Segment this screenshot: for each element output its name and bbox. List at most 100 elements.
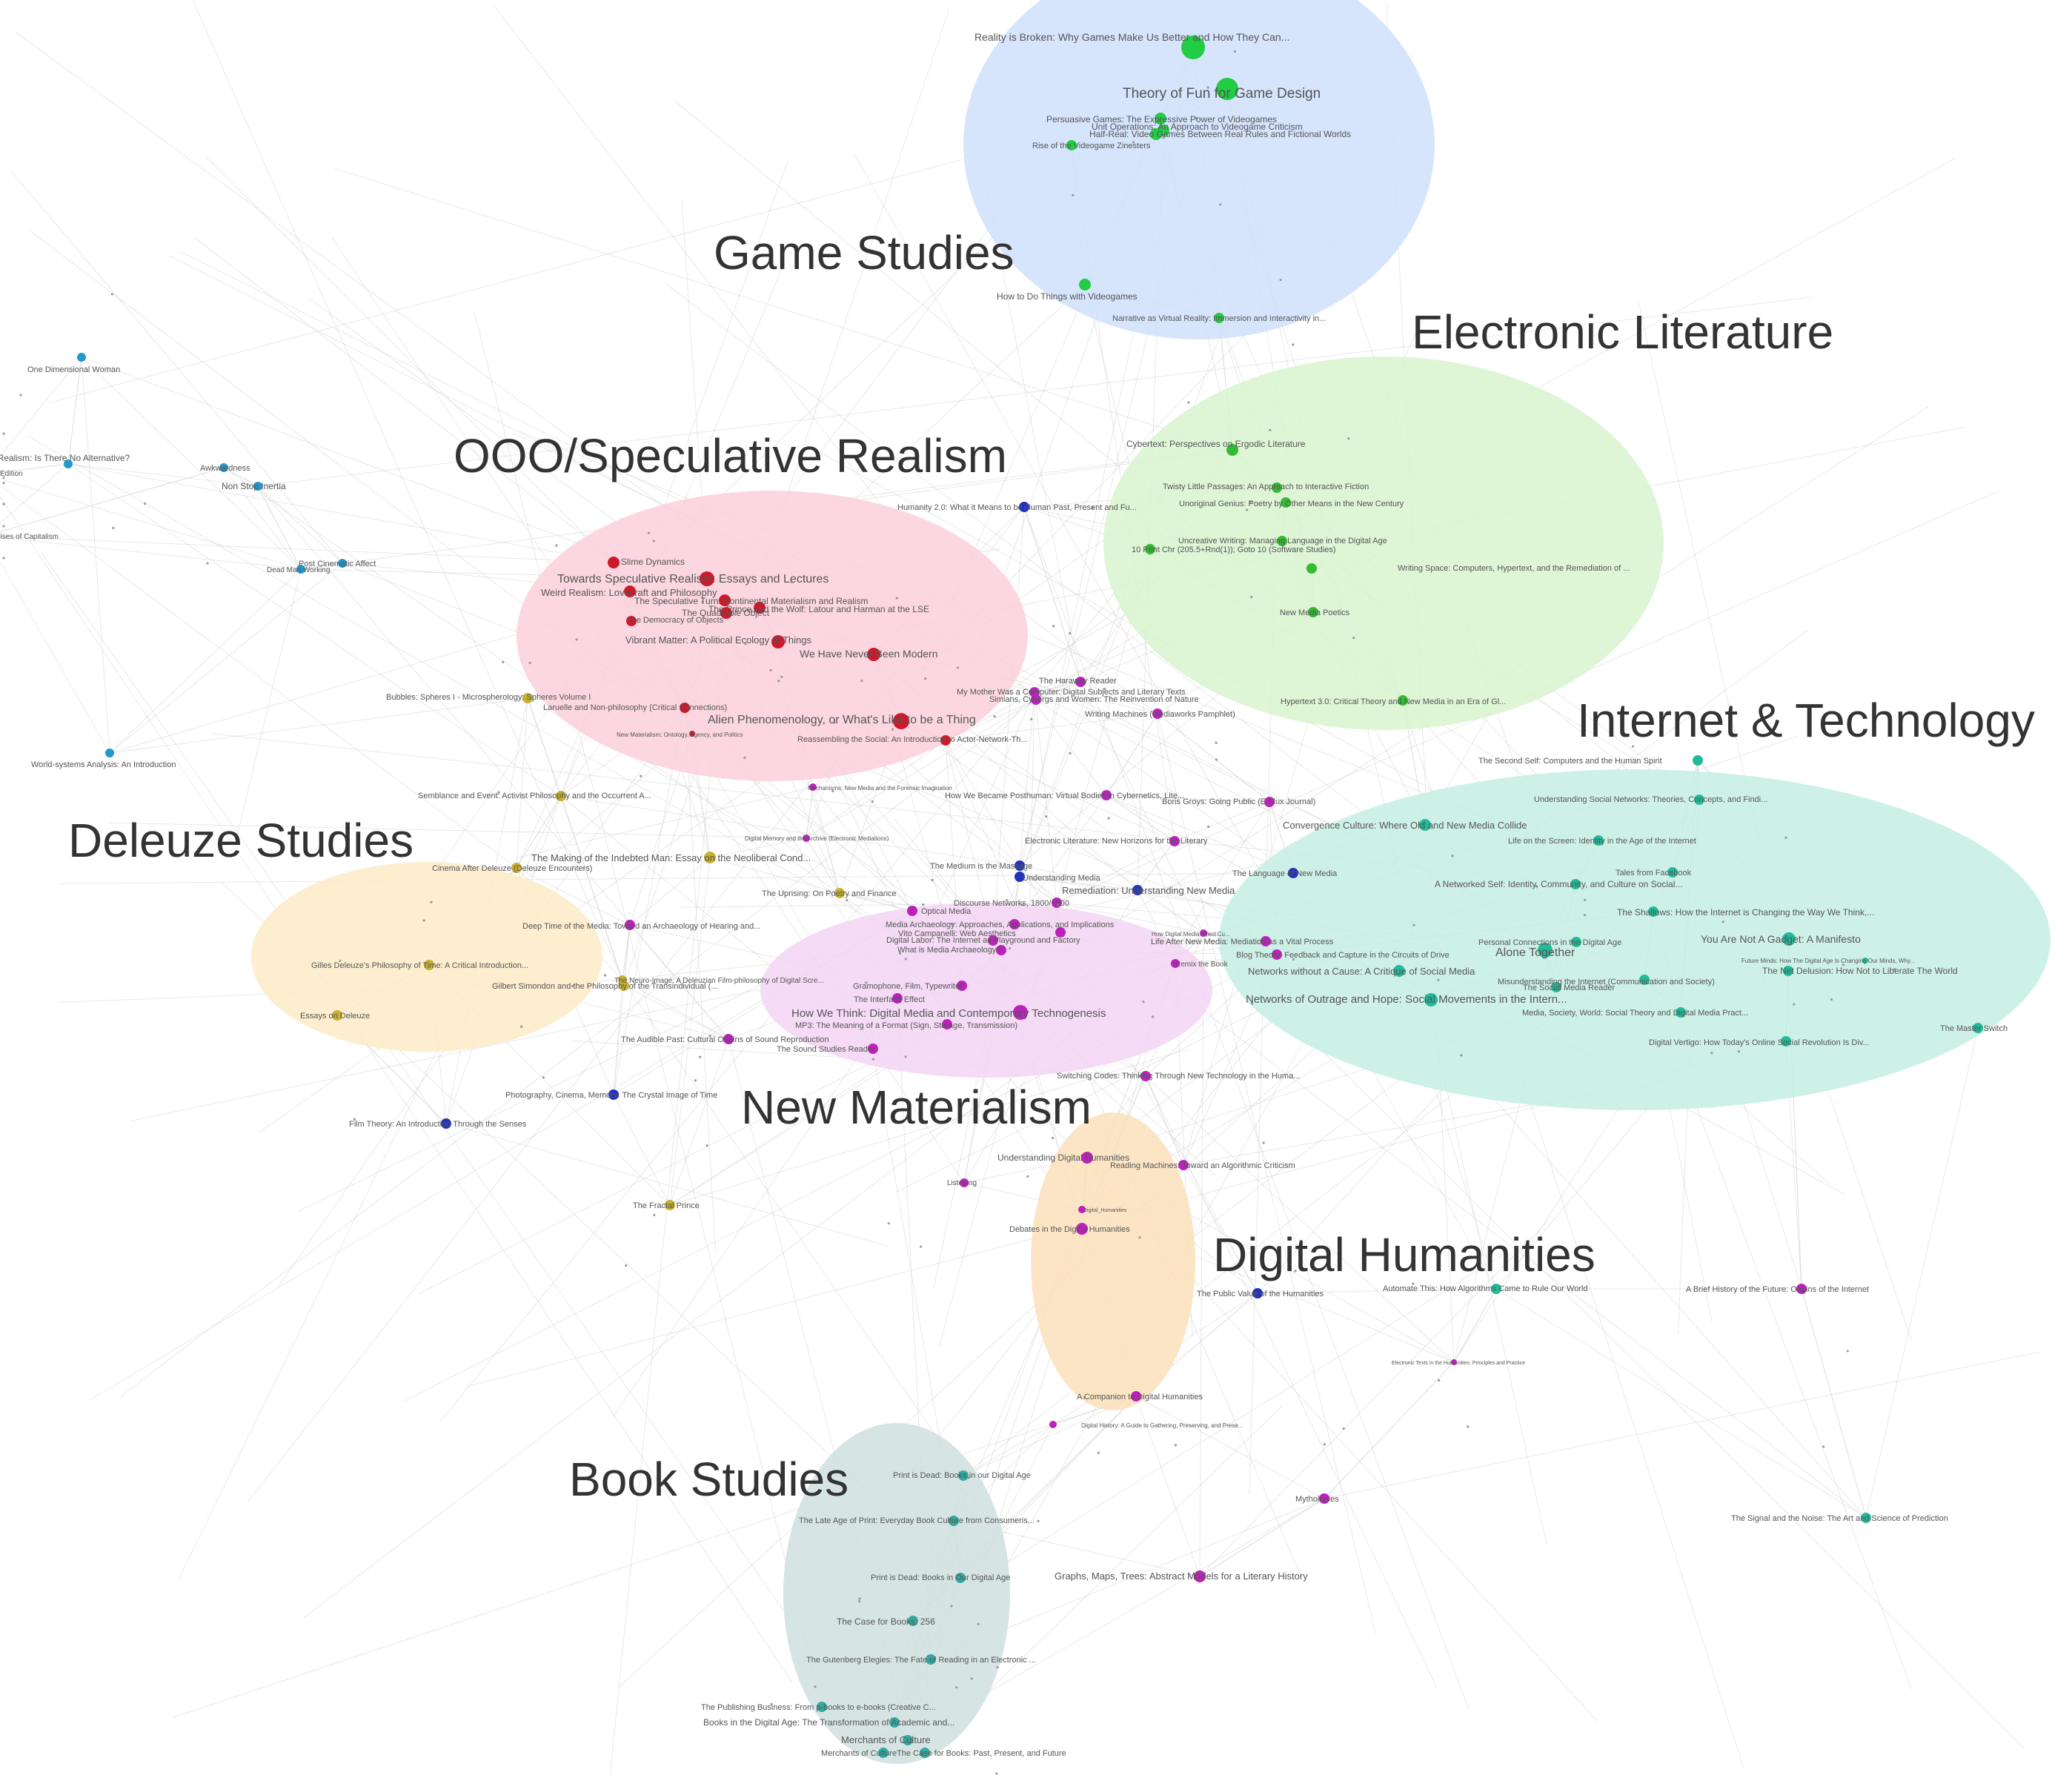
book-node[interactable]: [1076, 1223, 1088, 1235]
book-node[interactable]: [1171, 959, 1180, 968]
book-node[interactable]: [1319, 1493, 1329, 1504]
book-node[interactable]: [942, 1019, 952, 1029]
book-node[interactable]: [1226, 444, 1238, 456]
book-node[interactable]: [511, 863, 522, 873]
book-node[interactable]: [996, 945, 1006, 955]
book-node[interactable]: [1013, 1005, 1028, 1020]
book-node[interactable]: [1194, 1570, 1206, 1582]
book-node[interactable]: [1200, 929, 1207, 937]
book-node[interactable]: [1419, 819, 1431, 831]
book-node[interactable]: [1150, 128, 1162, 140]
book-node[interactable]: [1131, 1391, 1141, 1401]
book-node[interactable]: [1538, 943, 1553, 958]
book-node[interactable]: [556, 791, 566, 801]
book-node[interactable]: [1031, 694, 1041, 705]
book-node[interactable]: [1015, 872, 1025, 882]
book-node[interactable]: [958, 1470, 969, 1481]
book-node[interactable]: [988, 935, 998, 946]
book-node[interactable]: [1055, 927, 1066, 938]
book-node[interactable]: [719, 594, 731, 606]
book-node[interactable]: [689, 731, 695, 737]
book-node[interactable]: [1424, 993, 1438, 1006]
book-node[interactable]: [1049, 1421, 1057, 1428]
book-node[interactable]: [1140, 1071, 1151, 1081]
book-node[interactable]: [219, 463, 228, 472]
book-node[interactable]: [700, 571, 714, 586]
book-node[interactable]: [253, 482, 262, 491]
book-node[interactable]: [441, 1118, 451, 1129]
book-node[interactable]: [908, 1616, 918, 1626]
book-node[interactable]: [889, 1717, 900, 1728]
book-node[interactable]: [1277, 536, 1287, 546]
book-node[interactable]: [1015, 860, 1025, 871]
book-node[interactable]: [296, 565, 305, 574]
book-node[interactable]: [1667, 867, 1678, 878]
book-node[interactable]: [608, 557, 620, 568]
book-node[interactable]: [1570, 879, 1581, 889]
book-node[interactable]: [625, 920, 635, 930]
book-node[interactable]: [1862, 958, 1868, 963]
book-node[interactable]: [1288, 868, 1298, 878]
book-node[interactable]: [424, 960, 434, 970]
book-node[interactable]: [867, 648, 880, 661]
book-node[interactable]: [1593, 835, 1604, 846]
book-node[interactable]: [940, 735, 951, 746]
book-node[interactable]: [704, 852, 716, 863]
book-node[interactable]: [1261, 936, 1271, 946]
book-node[interactable]: [1491, 1284, 1501, 1294]
book-node[interactable]: [1066, 140, 1077, 150]
book-node[interactable]: [1783, 966, 1793, 976]
book-node[interactable]: [77, 353, 86, 362]
book-node[interactable]: [1308, 607, 1318, 617]
book-node[interactable]: [878, 1748, 889, 1758]
book-node[interactable]: [1009, 919, 1020, 929]
book-node[interactable]: [64, 460, 73, 468]
book-node[interactable]: [1781, 1036, 1791, 1046]
book-node[interactable]: [1078, 1206, 1086, 1213]
book-node[interactable]: [1639, 975, 1650, 985]
book-node[interactable]: [1155, 113, 1166, 125]
book-node[interactable]: [1152, 709, 1163, 719]
book-node[interactable]: [1782, 932, 1796, 946]
book-node[interactable]: [522, 693, 533, 703]
book-node[interactable]: [960, 1178, 969, 1187]
book-node[interactable]: [1694, 795, 1704, 805]
book-node[interactable]: [868, 1044, 878, 1054]
book-node[interactable]: [608, 1089, 619, 1100]
book-node[interactable]: [949, 1516, 959, 1526]
book-node[interactable]: [893, 713, 909, 729]
book-node[interactable]: [1081, 1152, 1093, 1164]
book-node[interactable]: [1075, 677, 1086, 687]
book-node[interactable]: [332, 1010, 342, 1021]
book-node[interactable]: [1393, 965, 1405, 977]
book-node[interactable]: [105, 749, 114, 757]
book-node[interactable]: [1973, 1023, 1983, 1033]
book-node[interactable]: [1132, 885, 1143, 895]
book-node[interactable]: [1214, 313, 1224, 323]
book-node[interactable]: [1398, 695, 1408, 706]
book-node[interactable]: [1551, 982, 1561, 992]
book-node[interactable]: [920, 1748, 930, 1758]
book-node[interactable]: [626, 616, 637, 626]
book-node[interactable]: [803, 835, 810, 842]
book-node[interactable]: [1693, 755, 1703, 766]
book-node[interactable]: [809, 783, 817, 791]
book-node[interactable]: [1796, 1284, 1807, 1294]
book-node[interactable]: [1216, 78, 1238, 100]
book-node[interactable]: [834, 888, 845, 898]
book-node[interactable]: [1451, 1359, 1457, 1365]
book-node[interactable]: [957, 981, 967, 991]
book-node[interactable]: [903, 1735, 913, 1745]
book-node[interactable]: [771, 635, 785, 648]
book-node[interactable]: [892, 993, 903, 1004]
book-node[interactable]: [338, 559, 347, 568]
book-node[interactable]: [1079, 279, 1091, 291]
book-node[interactable]: [955, 1573, 966, 1583]
book-node[interactable]: [907, 906, 917, 916]
book-node[interactable]: [1648, 906, 1658, 917]
book-node[interactable]: [618, 975, 627, 984]
book-node[interactable]: [1676, 1007, 1686, 1018]
book-node[interactable]: [1252, 1288, 1263, 1298]
book-node[interactable]: [926, 1654, 936, 1665]
book-node[interactable]: [1145, 544, 1155, 554]
